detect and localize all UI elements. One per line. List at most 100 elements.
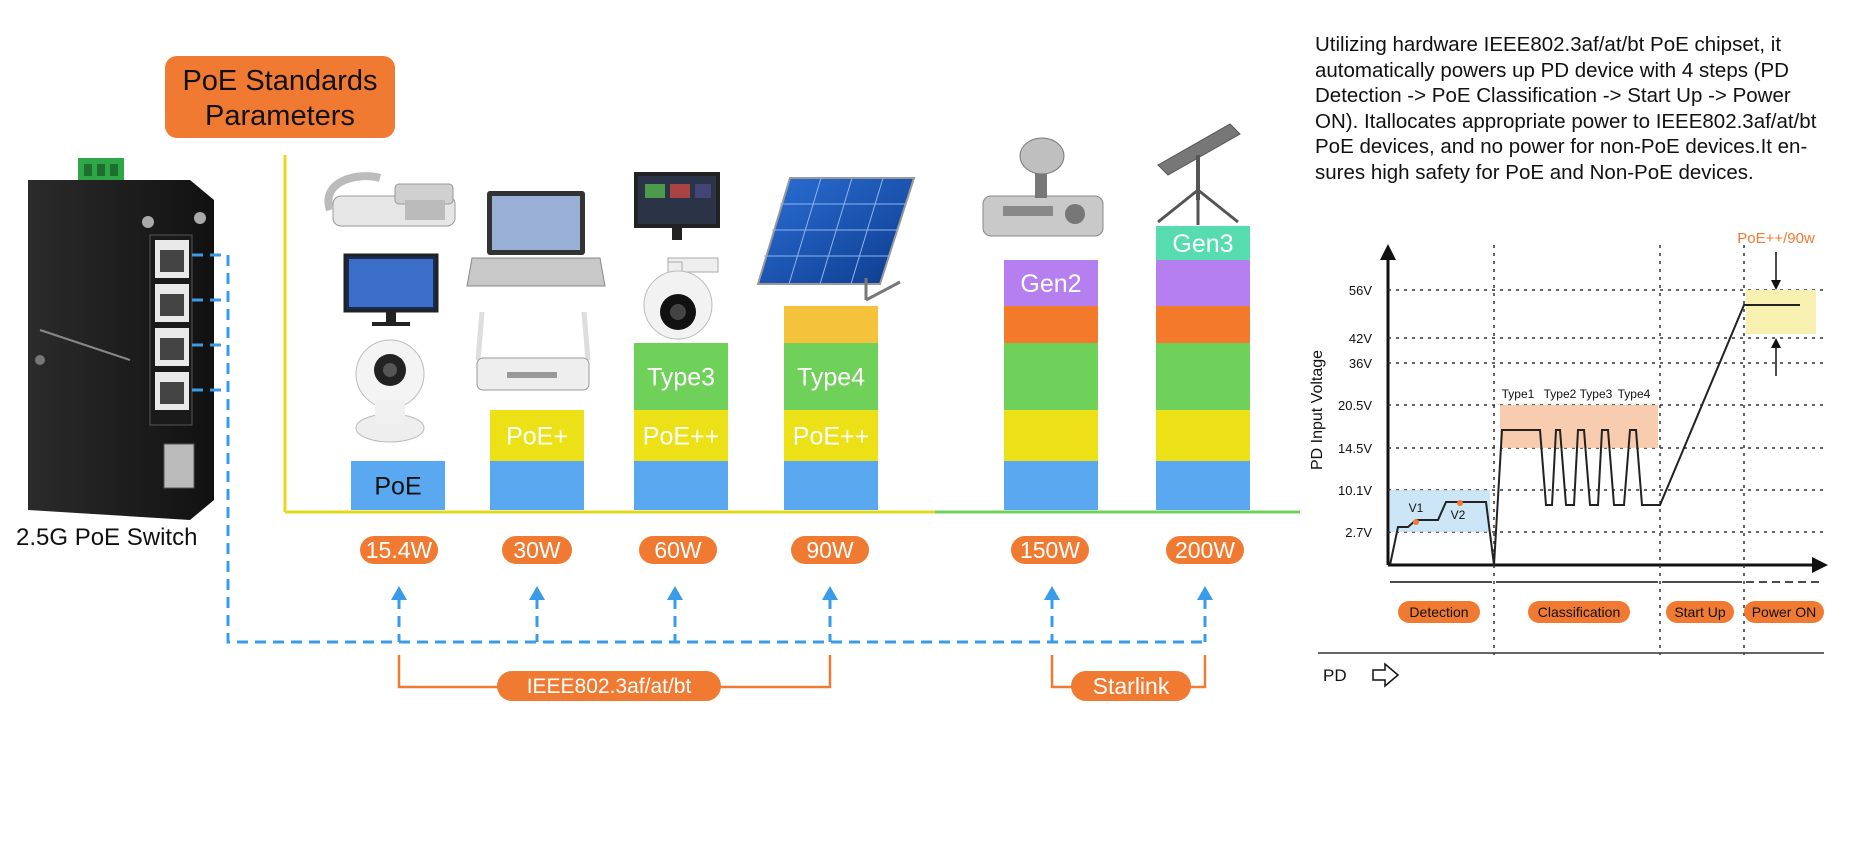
stack-layer-green (784, 343, 878, 410)
title-badge: PoE Standards Parameters (165, 56, 395, 138)
stack-layer-blue (784, 461, 878, 510)
power-stack-30w: PoE+ 30W (490, 410, 584, 564)
stack-layer-yellow (1004, 410, 1098, 461)
ieee-group-label: IEEE802.3af/at/bt (527, 675, 692, 698)
stack-layer-label: Gen2 (1020, 270, 1081, 298)
stack-layer-purple (1156, 260, 1250, 306)
poe-switch-icon (28, 158, 214, 520)
stack-layer-green (634, 343, 728, 410)
title-line-1: PoE Standards (182, 65, 377, 97)
power-stack-200w: Gen3 200W (1156, 226, 1250, 564)
stack-layer-yellow (634, 410, 728, 461)
phase-detection-label: Detection (1409, 604, 1468, 620)
power-stack-150w: Gen2 150W (1004, 260, 1098, 564)
description-line: sures high safety for PoE and Non-PoE de… (1315, 160, 1754, 184)
stack-layer-purple (1004, 260, 1098, 306)
stack-layer-blue (634, 461, 728, 510)
starlink-dish-gen2-icon (982, 137, 1104, 237)
power-badge (502, 536, 572, 564)
stack-layer-red_orange (1156, 306, 1250, 343)
tick-36v: 36V (1349, 356, 1372, 371)
power-badge (791, 536, 869, 564)
type3-label: Type3 (1580, 387, 1613, 401)
laptop-icon (466, 191, 606, 287)
stack-layer-label: PoE++ (643, 423, 719, 451)
v1-label: V1 (1409, 501, 1424, 515)
voltage-waveform (1389, 304, 1800, 566)
stack-layer-teal (1156, 226, 1250, 260)
timing-diagram: PD Input Voltage 56V 42V 36V 20.5V (1309, 230, 1828, 688)
detection-region (1390, 490, 1490, 532)
stack-layer-yellow (1156, 410, 1250, 461)
description-line: automatically powers up PD device with 4… (1315, 58, 1789, 82)
solar-panel-icon (756, 177, 916, 302)
tick-2-7v: 2.7V (1345, 525, 1372, 540)
power-badge-label: 60W (654, 537, 702, 563)
stack-layer-yellow (784, 410, 878, 461)
phase-badge-power-on (1744, 601, 1824, 623)
power-badge-label: 200W (1175, 537, 1235, 563)
wifi-router-icon (475, 311, 591, 391)
stack-layer-label: Type3 (647, 364, 715, 392)
power-badge-label: 150W (1020, 537, 1080, 563)
phase-badge-detection (1398, 601, 1480, 623)
ieee-group-bracket: IEEE802.3af/at/bt (397, 655, 832, 701)
power-on-region (1746, 290, 1816, 334)
power-badge (360, 536, 438, 564)
tick-10-1v: 10.1V (1338, 483, 1372, 498)
starlink-dish-gen3-icon (1157, 123, 1241, 225)
up-arrowheads (391, 586, 1213, 600)
description-line: ON). Itallocates appropriate power to IE… (1315, 109, 1817, 133)
phase-badge-classification (1528, 601, 1630, 623)
stack-layer-blue (1156, 461, 1250, 510)
stack-layer-gold (784, 306, 878, 343)
peak-label: PoE++/90w (1737, 230, 1815, 247)
feature-description: Utilizing hardware IEEE802.3af/at/bt PoE… (1315, 32, 1835, 185)
description-line: PoE devices, and no power for non-PoE de… (1315, 135, 1808, 158)
stack-layer-blue (351, 461, 445, 510)
right-arrow-icon (1372, 662, 1400, 688)
stack-layer-label: PoE+ (506, 423, 568, 451)
stack-layer-label: PoE (374, 473, 421, 501)
title-line-2: Parameters (205, 100, 355, 132)
stack-layer-label: Gen3 (1172, 230, 1233, 258)
type1-label: Type1 (1502, 387, 1535, 401)
power-stack-15-4w: PoE 15.4W (351, 461, 445, 564)
power-badge (1011, 536, 1089, 564)
stack-layer-blue (490, 461, 584, 510)
monitor-icon (343, 253, 439, 326)
starlink-group-label: Starlink (1093, 673, 1170, 699)
power-stack-60w: PoE++ Type3 60W (634, 343, 728, 564)
ptz-camera-icon (643, 257, 719, 340)
poe-distribution-lines (192, 253, 1207, 644)
description-line: Detection -> PoE Classification -> Start… (1315, 84, 1791, 107)
power-badge-label: 30W (513, 537, 561, 563)
tick-56v: 56V (1349, 283, 1372, 298)
tick-14-5v: 14.5V (1338, 441, 1372, 456)
tick-20-5v: 20.5V (1338, 398, 1372, 413)
stack-layer-red_orange (1004, 306, 1098, 343)
pd-label: PD (1323, 666, 1347, 685)
description-line: Utilizing hardware IEEE802.3af/at/bt PoE… (1315, 33, 1782, 56)
phase-badge-start-up (1666, 601, 1734, 623)
tv-icon (634, 172, 720, 240)
phase-power-on-label: Power ON (1752, 604, 1817, 620)
stack-layer-label: PoE++ (793, 423, 869, 451)
power-badge-label: 15.4W (366, 537, 433, 563)
timing-x-arrowhead (1812, 557, 1828, 573)
power-badge-label: 90W (806, 537, 854, 563)
starlink-group-bracket: Starlink (1050, 655, 1207, 701)
type2-label: Type2 (1544, 387, 1577, 401)
switch-label: 2.5G PoE Switch (16, 524, 197, 551)
tick-42v: 42V (1349, 331, 1372, 346)
stack-layer-blue (1004, 461, 1098, 510)
power-badge (1166, 536, 1244, 564)
phase-start-up-label: Start Up (1674, 604, 1726, 620)
type4-label: Type4 (1618, 387, 1651, 401)
stack-layer-green (1156, 343, 1250, 410)
desk-phone-icon (324, 172, 456, 227)
ip-camera-icon (355, 339, 425, 443)
stack-layer-green (1004, 343, 1098, 410)
